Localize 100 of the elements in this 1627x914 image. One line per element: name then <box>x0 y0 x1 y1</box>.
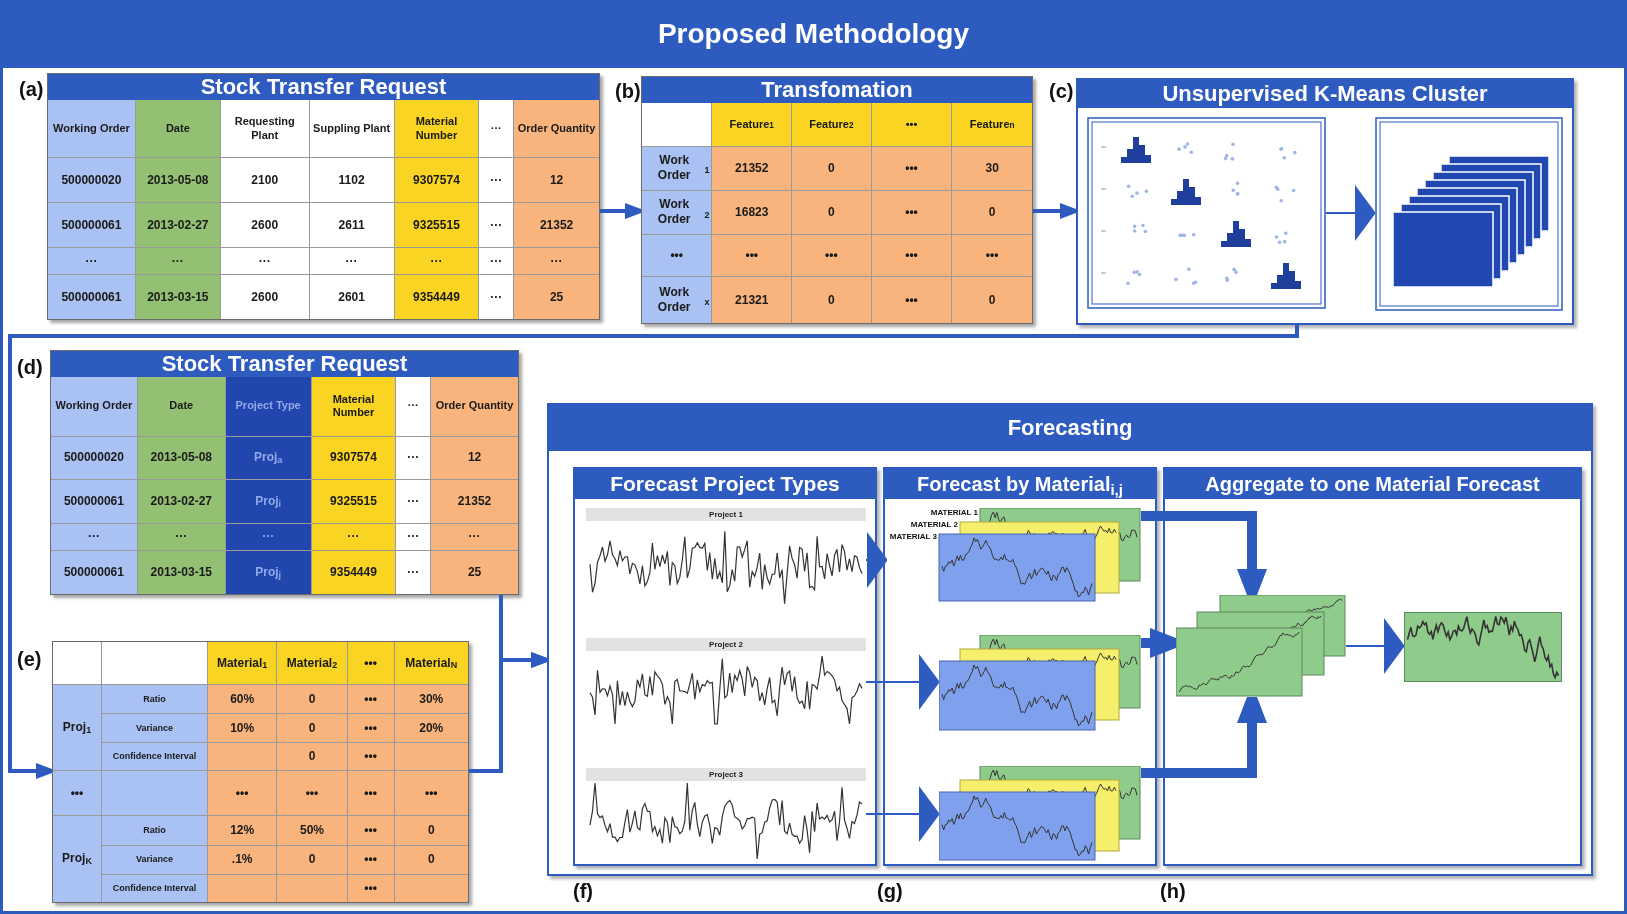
table-cell: 500000020 <box>48 158 135 203</box>
table-cell: ••• <box>347 685 394 714</box>
table-cell: 30 <box>952 146 1032 190</box>
table-cell: 0 <box>952 277 1032 323</box>
table-cell: ··· <box>514 248 599 275</box>
table-cell: 9325515 <box>311 479 396 524</box>
table-cell: 9325515 <box>394 203 479 248</box>
table-cell: .1% <box>208 845 277 874</box>
table-cell: 2100 <box>220 158 309 203</box>
table-cell: 0 <box>952 190 1032 235</box>
table-cell: ··· <box>479 275 514 319</box>
table-cell: Order Quantity <box>514 100 599 158</box>
table-cell: 21352 <box>431 479 518 524</box>
panel <box>573 467 877 866</box>
table-cell: 500000061 <box>48 275 135 319</box>
table-cell: 0 <box>277 743 347 771</box>
table-cell: ··· <box>479 158 514 203</box>
table-cell: ··· <box>394 248 479 275</box>
table-cell: ••• <box>347 771 394 815</box>
table-cell: 0 <box>792 146 871 190</box>
table-cell: Working Order <box>51 377 137 436</box>
panel-label: (g) <box>877 880 903 902</box>
table-cell: ••• <box>394 771 468 815</box>
panel-label: (d) <box>17 356 43 378</box>
table-cell: 1102 <box>309 158 394 203</box>
table-cell: 9354449 <box>311 550 396 594</box>
table-cell: ··· <box>396 524 431 550</box>
table-cell: Proj$_{1}$ <box>53 685 101 771</box>
table-cell: Date <box>135 100 220 158</box>
table-cell: Project Type <box>225 377 311 436</box>
table-cell: ••• <box>871 190 952 235</box>
table-title: Transfomation <box>642 77 1032 103</box>
table-cell: ··· <box>479 248 514 275</box>
table-cell: ••• <box>347 874 394 902</box>
table-cell: ••• <box>871 277 952 323</box>
table-cell: ··· <box>479 100 514 158</box>
table-cell: ••• <box>952 235 1032 277</box>
table-cell: Material Number <box>394 100 479 158</box>
table-cell: 21352 <box>514 203 599 248</box>
table-cell: 500000061 <box>51 550 137 594</box>
table-cell: Feature$_{2}$ <box>792 103 871 146</box>
table-cell: Confidence Interval <box>101 743 207 771</box>
table-cell: 0 <box>277 685 347 714</box>
table-cell: 2013-05-08 <box>137 436 225 479</box>
panel-header: Aggregate to one Material Forecast <box>1165 469 1580 499</box>
table-cell: 2013-05-08 <box>135 158 220 203</box>
table-cell: ••• <box>792 235 871 277</box>
table-cell: Proj$_{j}$ <box>225 550 311 594</box>
table-cell: 500000020 <box>51 436 137 479</box>
table-cell: Feature$_{n}$ <box>952 103 1032 146</box>
table-cell: ··· <box>51 524 137 550</box>
table-cell: ••• <box>208 771 277 815</box>
table-cell: ··· <box>396 377 431 436</box>
table-cell: Material Number <box>311 377 396 436</box>
table-cell: 25 <box>431 550 518 594</box>
table-cell: 9307574 <box>311 436 396 479</box>
panel-label: (e) <box>17 648 42 670</box>
table-cell: ••• <box>871 235 952 277</box>
table-cell: Material$_{1}$ <box>208 642 277 685</box>
table-cell: ··· <box>311 524 396 550</box>
table-cell: ••• <box>277 771 347 815</box>
table-cell: Proj$_{a}$ <box>225 436 311 479</box>
chart-label: MATERIAL 3 <box>889 532 937 542</box>
table-panel <box>641 76 1033 324</box>
table-cell: 2013-02-27 <box>135 203 220 248</box>
panel-label: (a) <box>19 78 44 100</box>
table-cell: Material$_{2}$ <box>277 642 347 685</box>
panel-label: (c) <box>1049 80 1074 102</box>
table-cell: 16823 <box>712 190 792 235</box>
chart-title: Project 1 <box>586 508 866 521</box>
table-cell: 2600 <box>220 275 309 319</box>
table-cell: Proj$_{i}$ <box>225 479 311 524</box>
table-panel <box>47 73 600 320</box>
table-cell: Variance <box>101 845 207 874</box>
table-cell: ••• <box>347 642 394 685</box>
panel-header: Forecasting <box>549 405 1591 451</box>
table-cell: Material$_{N}$ <box>394 642 468 685</box>
table-cell: 30% <box>394 685 468 714</box>
table-cell: ··· <box>220 248 309 275</box>
table-cell: 21321 <box>712 277 792 323</box>
chart-label: MATERIAL 2 <box>910 520 958 530</box>
table-cell: ··· <box>396 550 431 594</box>
table-cell: 25 <box>514 275 599 319</box>
table-cell: ··· <box>396 479 431 524</box>
table-cell: 2611 <box>309 203 394 248</box>
table-cell: Date <box>137 377 225 436</box>
table-cell: ··· <box>396 436 431 479</box>
table-cell: 10% <box>208 714 277 743</box>
panel <box>547 403 1593 876</box>
table-cell: 0 <box>277 714 347 743</box>
table-cell: ··· <box>225 524 311 550</box>
panel-label: (h) <box>1160 880 1186 902</box>
table-cell: Suppling Plant <box>309 100 394 158</box>
table-cell: ••• <box>53 771 101 815</box>
table-cell: 21352 <box>712 146 792 190</box>
table-cell: ••• <box>347 845 394 874</box>
table-cell: Proj$_{K}$ <box>53 815 101 902</box>
table-cell: 2013-03-15 <box>135 275 220 319</box>
table-cell: Feature$_{1}$ <box>712 103 792 146</box>
table-cell: ••• <box>712 235 792 277</box>
